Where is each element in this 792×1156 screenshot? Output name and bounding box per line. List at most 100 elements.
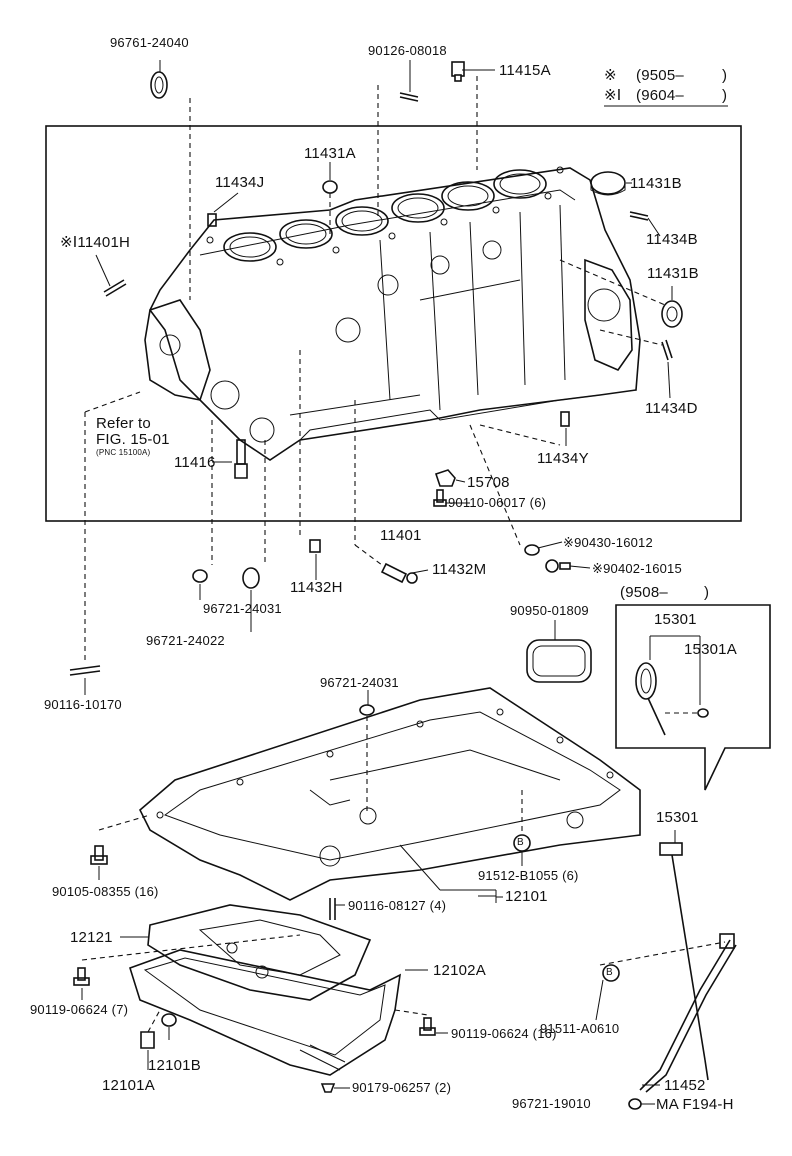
inset-title: (9508– xyxy=(620,584,668,601)
label-11431b-top: 11431B xyxy=(630,175,682,192)
baffle-12121 xyxy=(147,904,372,1001)
leader-lines xyxy=(81,60,726,1105)
label-15301: 15301 xyxy=(656,809,699,826)
label-91511-a0610: 91511-A0610 xyxy=(540,1021,620,1036)
label-15708: 15708 xyxy=(467,474,510,491)
inset-label-15301a: 15301A xyxy=(684,641,737,658)
label-11434j: 11434J xyxy=(215,174,265,191)
plug-11431b-top xyxy=(590,171,626,195)
label-11401h: ※Ⅰ11401H xyxy=(60,234,131,251)
ring-15301a xyxy=(697,708,709,718)
inset-title-close: ) xyxy=(704,584,710,601)
plug-11431b-mid xyxy=(661,300,683,328)
label-96721-24022: 96721-24022 xyxy=(146,633,225,648)
dipstick-15301-inset xyxy=(635,662,666,736)
pin-11434y xyxy=(560,411,570,427)
oil-pan-lower-12102a xyxy=(129,949,402,1076)
pin-11434b xyxy=(629,211,649,221)
pin-11434d xyxy=(661,339,673,361)
legend-mark-1: ※ xyxy=(604,67,617,84)
dipstick-15301 xyxy=(659,842,709,1081)
bolt-90110 xyxy=(433,489,447,507)
pin-11401h xyxy=(103,279,127,297)
label-11434b: 11434B xyxy=(646,231,698,248)
label-91512: 91512-B1055 (6) xyxy=(478,868,579,883)
bracket-15708 xyxy=(434,469,456,487)
legend-row-2-close: ) xyxy=(722,87,728,104)
label-11432h: 11432H xyxy=(290,579,343,596)
cylinder-block xyxy=(144,166,641,461)
label-12101b: 12101B xyxy=(148,1057,201,1074)
label-pnc-ref: (PNC 15100A) xyxy=(96,448,151,457)
cylinder-block-frame xyxy=(45,125,742,522)
label-90950-01809: 90950-01809 xyxy=(510,603,589,618)
label-11434d: 11434D xyxy=(645,400,698,417)
clip-90430 xyxy=(524,544,540,556)
inset-frame xyxy=(615,604,771,791)
label-11452: 11452 xyxy=(664,1077,706,1094)
label-90179: 90179-06257 (2) xyxy=(352,1080,452,1095)
label-12101: 12101 xyxy=(505,888,548,905)
bolt-90119-right xyxy=(419,1017,436,1036)
oil-pan-upper-12101 xyxy=(139,687,641,901)
label-11431b-mid: 11431B xyxy=(647,265,699,282)
label-11415a: 11415A xyxy=(499,62,551,79)
label-12121: 12121 xyxy=(70,929,113,946)
stud-90116-10170 xyxy=(69,665,101,676)
label-11416: 11416 xyxy=(174,454,216,471)
label-90110: 90110-06017 (6) xyxy=(448,495,547,510)
label-90119-16: 90119-06624 (16) xyxy=(451,1026,557,1041)
label-ma-code: MA F194-H xyxy=(656,1096,734,1113)
gasket-96721-24031-lower xyxy=(359,704,375,716)
sensor-11415a xyxy=(451,61,465,82)
label-90119-7: 90119-06624 (7) xyxy=(30,1002,129,1017)
inset-label-15301: 15301 xyxy=(654,611,697,628)
legend-row-1-close: ) xyxy=(722,67,728,84)
label-96721-24031-a: 96721-24031 xyxy=(203,601,282,616)
legend-row-2: (9604– xyxy=(636,87,684,104)
label-11432m: 11432M xyxy=(432,561,487,578)
label-11434y: 11434Y xyxy=(537,450,589,467)
drain-plug-12101a xyxy=(140,1031,155,1049)
label-fig-ref: FIG. 15-01 xyxy=(96,431,170,448)
stud-90126 xyxy=(399,92,419,102)
pin-11434j xyxy=(207,213,217,227)
pad-90950 xyxy=(526,639,592,683)
label-11431a: 11431A xyxy=(304,145,356,162)
legend-row-1: (9505– xyxy=(636,67,684,84)
seal-96761 xyxy=(150,71,168,99)
label-90116-10170: 90116-10170 xyxy=(44,697,122,712)
callout-b-91512-letter: B xyxy=(517,837,524,848)
label-96721-19010: 96721-19010 xyxy=(512,1096,591,1111)
label-90105: 90105-08355 (16) xyxy=(52,884,159,899)
label-11401: 11401 xyxy=(380,527,422,544)
label-12102a: 12102A xyxy=(433,962,486,979)
switch-11432m xyxy=(380,562,418,584)
label-90116-08127: 90116-08127 (4) xyxy=(348,898,447,913)
legend-mark-2: ※Ⅰ xyxy=(604,87,622,104)
gasket-96721-24031-upper xyxy=(192,569,208,583)
stud-90116-08127 xyxy=(329,898,336,920)
gasket-96721-24022 xyxy=(242,567,260,589)
bolt-11416 xyxy=(234,439,248,479)
label-refer-to: Refer to xyxy=(96,415,151,432)
oring-96721-19010 xyxy=(628,1098,642,1110)
bolt-90402 xyxy=(545,559,571,573)
bolt-90119-left xyxy=(73,967,90,986)
callout-b-91511-letter: B xyxy=(606,967,613,978)
label-96721-24031-b: 96721-24031 xyxy=(320,675,399,690)
label-90430: ※90430-16012 xyxy=(563,535,653,550)
label-96761-24040: 96761-24040 xyxy=(110,35,189,50)
label-90126-08018: 90126-08018 xyxy=(368,43,447,58)
plug-11431a xyxy=(322,180,338,194)
label-12101a: 12101A xyxy=(102,1077,155,1094)
bolt-90105 xyxy=(90,845,108,865)
gasket-12101b xyxy=(161,1013,177,1027)
callout-b-91511 xyxy=(602,964,620,982)
label-90402: ※90402-16015 xyxy=(592,561,682,576)
plug-11432h xyxy=(309,539,321,553)
dipstick-guide-11452 xyxy=(639,933,737,1093)
plug-90179 xyxy=(320,1083,336,1093)
